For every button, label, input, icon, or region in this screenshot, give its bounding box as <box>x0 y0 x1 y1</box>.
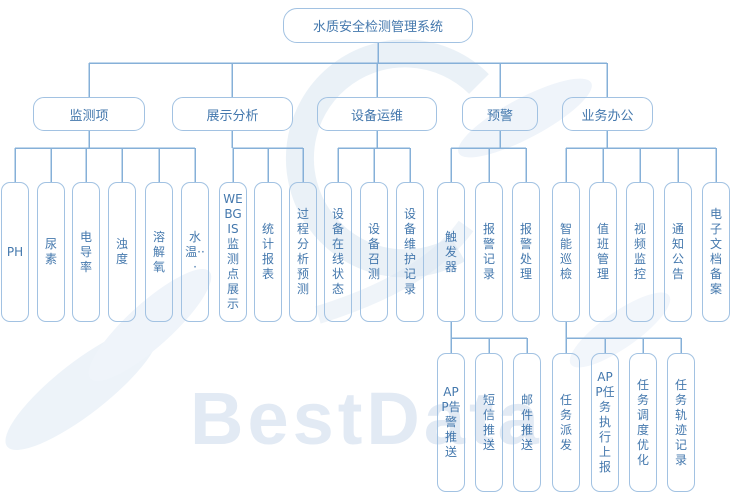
node-conductivity[interactable]: 电导率 <box>72 182 100 322</box>
node-label: 设备运维 <box>350 108 403 124</box>
node-root-label: 水质安全检测管理系统 <box>312 20 443 35</box>
node-device-online-status[interactable]: 设备在线状态 <box>324 182 352 322</box>
node-early-warning[interactable]: 预警 <box>462 97 538 131</box>
node-label: 尿素 <box>44 237 57 266</box>
node-trigger[interactable]: 触发器 <box>437 182 465 322</box>
node-label: 设备维护记录 <box>403 207 416 296</box>
node-label: 设备在线状态 <box>331 207 344 296</box>
node-smart-inspection[interactable]: 智能巡檢 <box>552 182 580 322</box>
node-label: 溶解氧 <box>152 229 165 274</box>
node-equipment-ops[interactable]: 设备运维 <box>317 97 437 131</box>
node-dissolved-oxygen[interactable]: 溶解氧 <box>145 182 173 322</box>
node-label: 水温··· <box>185 229 205 274</box>
node-task-track[interactable]: 任务轨迹记录 <box>667 353 695 492</box>
node-label: 过程分析预测 <box>296 207 309 296</box>
node-monitoring-items[interactable]: 监测项 <box>33 97 145 131</box>
node-label: 报警记录 <box>482 222 495 281</box>
node-webgis-points[interactable]: WEBGIS监测点展示 <box>219 182 247 322</box>
node-label: 报警处理 <box>519 222 532 281</box>
node-notice[interactable]: 通知公告 <box>664 182 692 322</box>
node-label: 智能巡檢 <box>559 222 572 281</box>
node-label: 任务调度优化 <box>636 377 649 467</box>
node-label: 邮件推送 <box>520 392 533 452</box>
node-label: 电导率 <box>79 229 92 274</box>
node-label: 值班管理 <box>596 222 609 281</box>
node-sms-push[interactable]: 短信推送 <box>475 353 503 492</box>
node-edoc-filing[interactable]: 电子文档备案 <box>702 182 730 322</box>
node-app-alert-push[interactable]: APP告警推送 <box>437 353 465 492</box>
node-label: 任务派发 <box>559 392 572 452</box>
node-task-scheduling[interactable]: 任务调度优化 <box>629 353 657 492</box>
node-alarm-handling[interactable]: 报警处理 <box>512 182 540 322</box>
node-device-polling[interactable]: 设备召测 <box>360 182 388 322</box>
node-label: 通知公告 <box>671 222 684 281</box>
node-app-task-report[interactable]: APP任务执行上报 <box>591 353 619 492</box>
node-device-maintenance[interactable]: 设备维护记录 <box>396 182 424 322</box>
node-water-temp[interactable]: 水温··· <box>181 182 209 322</box>
node-label: 统计报表 <box>261 222 274 281</box>
node-label: PH <box>6 244 24 259</box>
node-label: 短信推送 <box>482 392 495 452</box>
node-label: 任务轨迹记录 <box>674 377 687 467</box>
watermark-text: BestData <box>190 377 543 460</box>
node-label: 浊度 <box>115 237 128 266</box>
node-label: 设备召测 <box>367 222 380 281</box>
node-alarm-record[interactable]: 报警记录 <box>475 182 503 322</box>
node-business-office[interactable]: 业务办公 <box>562 97 653 131</box>
node-root[interactable]: 水质安全检测管理系统 <box>283 8 473 43</box>
node-label: 预警 <box>486 108 513 124</box>
node-ph[interactable]: PH <box>1 182 29 322</box>
node-label: 展示分析 <box>206 108 259 124</box>
node-display-analysis[interactable]: 展示分析 <box>172 97 293 131</box>
node-label: WEBGIS监测点展示 <box>223 192 243 311</box>
node-statistics-report[interactable]: 统计报表 <box>254 182 282 322</box>
node-label: APP告警推送 <box>441 385 461 459</box>
node-turbidity[interactable]: 浊度 <box>108 182 136 322</box>
node-label: 触发器 <box>444 229 457 274</box>
node-task-dispatch[interactable]: 任务派发 <box>552 353 580 492</box>
node-urea[interactable]: 尿素 <box>37 182 65 322</box>
node-duty-management[interactable]: 值班管理 <box>589 182 617 322</box>
node-label: APP任务执行上报 <box>595 370 615 474</box>
node-email-push[interactable]: 邮件推送 <box>513 353 541 492</box>
node-label: 视频监控 <box>633 222 646 281</box>
node-label: 监测项 <box>69 108 109 124</box>
node-label: 电子文档备案 <box>709 207 722 296</box>
node-video-monitoring[interactable]: 视频监控 <box>626 182 654 322</box>
node-label: 业务办公 <box>581 108 634 124</box>
node-process-analysis[interactable]: 过程分析预测 <box>289 182 317 322</box>
